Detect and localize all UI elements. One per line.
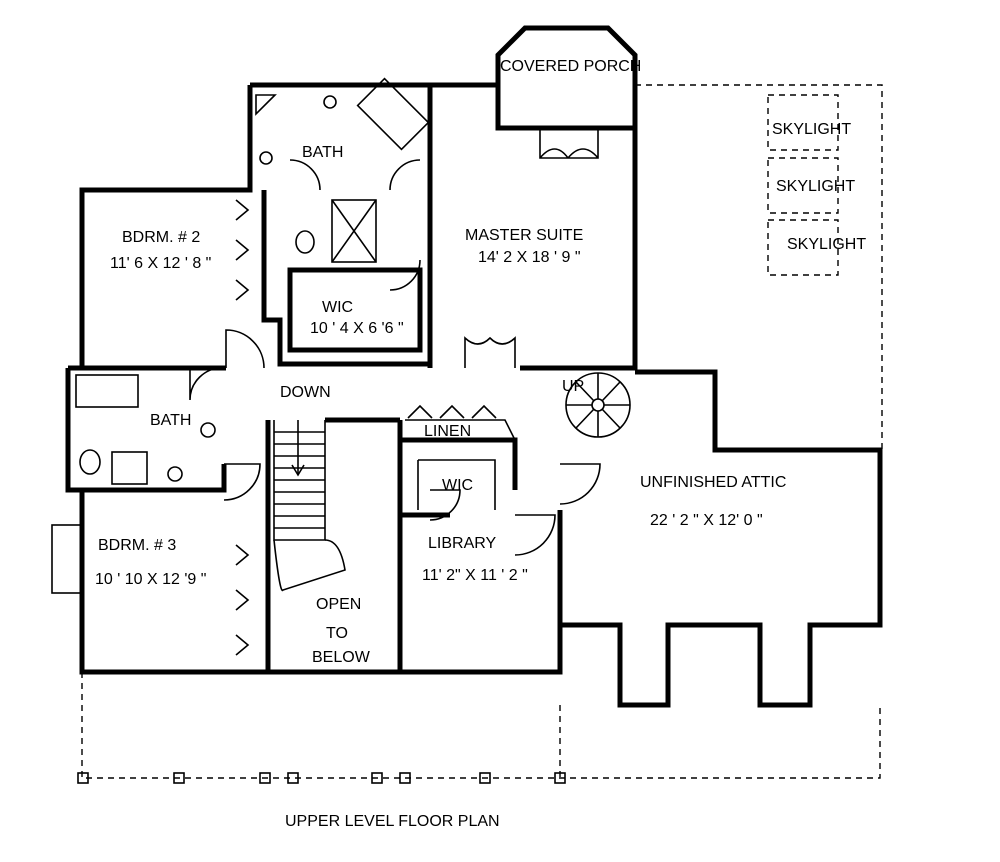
porch-door xyxy=(539,128,599,159)
bdrm3-door xyxy=(223,463,261,501)
sink-icon xyxy=(323,95,337,109)
attic-door xyxy=(559,463,601,505)
spiral-stairs xyxy=(565,372,631,438)
master-bath-door-b xyxy=(389,159,421,191)
covered-porch-outline xyxy=(495,25,638,131)
sink-icon xyxy=(259,151,273,165)
wic-wall xyxy=(287,267,423,353)
linen-wall xyxy=(405,419,516,441)
sink-icon xyxy=(167,466,183,482)
wic-door xyxy=(389,259,421,291)
wic-library-label: WIC xyxy=(442,477,473,494)
library-size: 11' 2" X 11 ' 2 " xyxy=(422,567,528,584)
skylight-label-1: SKYLIGHT xyxy=(772,121,851,138)
toilet-icon xyxy=(295,230,315,254)
library-wic-wall xyxy=(417,459,496,510)
library-label: LIBRARY xyxy=(428,535,497,552)
corner-fixture-icon xyxy=(255,94,277,116)
master-suite-size: 14' 2 X 18 ' 9 " xyxy=(478,249,581,266)
bedroom3-label: BDRM. # 3 xyxy=(98,537,176,554)
bdrm2-closet-bifold xyxy=(235,199,250,301)
wic-master-label: WIC xyxy=(322,299,353,316)
bdrm3-closet-bifold xyxy=(235,544,250,656)
roof-outline-bottom xyxy=(81,672,881,779)
sink-icon xyxy=(200,422,216,438)
library-door xyxy=(514,514,556,556)
skylight-1 xyxy=(767,94,839,151)
wic-master-size: 10 ' 4 X 6 '6 " xyxy=(310,320,404,337)
skylight-label-3: SKYLIGHT xyxy=(787,236,866,253)
hall-bath-fixtures xyxy=(75,374,216,485)
skylight-3 xyxy=(767,219,839,276)
linen-bifold xyxy=(407,404,497,419)
shower-icon xyxy=(331,199,377,263)
attic-label: UNFINISHED ATTIC xyxy=(640,474,786,491)
skylight-2 xyxy=(767,157,839,214)
master-bath-door-a xyxy=(289,159,321,191)
hall-bath-door xyxy=(189,367,223,401)
below-label: BELOW xyxy=(312,649,371,666)
doors xyxy=(189,159,601,656)
down-label: DOWN xyxy=(280,384,331,401)
skylight-label-2: SKYLIGHT xyxy=(776,178,855,195)
roof-outline-right xyxy=(635,84,883,450)
cabinet-icon xyxy=(111,451,148,485)
master-bath-label: BATH xyxy=(302,144,343,161)
stair-wall xyxy=(265,417,400,672)
open-label: OPEN xyxy=(316,596,361,613)
bedroom2-label: BDRM. # 2 xyxy=(122,229,200,246)
attic-size: 22 ' 2 " X 12' 0 " xyxy=(650,512,763,529)
hall-bath-wall xyxy=(65,365,227,493)
chimney-box xyxy=(51,524,83,594)
library-wic-door xyxy=(429,489,461,521)
master-bath-fixtures xyxy=(255,77,430,263)
bdrm2-door xyxy=(225,329,265,369)
bathtub-icon xyxy=(356,77,430,151)
master-double-door xyxy=(464,336,516,368)
linen-label: LINEN xyxy=(424,423,471,440)
up-label: UP xyxy=(562,378,584,395)
to-label: TO xyxy=(326,625,348,642)
master-suite-wall xyxy=(430,82,638,371)
bedroom2-size: 11' 6 X 12 ' 8 " xyxy=(110,255,211,272)
bathtub-icon xyxy=(75,374,139,408)
hall-bath-label: BATH xyxy=(150,412,191,429)
bedroom3-size: 10 ' 10 X 12 '9 " xyxy=(95,571,206,588)
plan-title: UPPER LEVEL FLOOR PLAN xyxy=(285,813,500,830)
master-suite-label: MASTER SUITE xyxy=(465,227,583,244)
attic-wall xyxy=(557,369,883,708)
covered-porch-label: COVERED PORCH xyxy=(500,58,641,75)
main-stairs xyxy=(273,420,346,592)
porch-posts xyxy=(77,772,566,784)
toilet-icon xyxy=(79,449,101,475)
bedroom2-inner-wall xyxy=(261,190,430,367)
